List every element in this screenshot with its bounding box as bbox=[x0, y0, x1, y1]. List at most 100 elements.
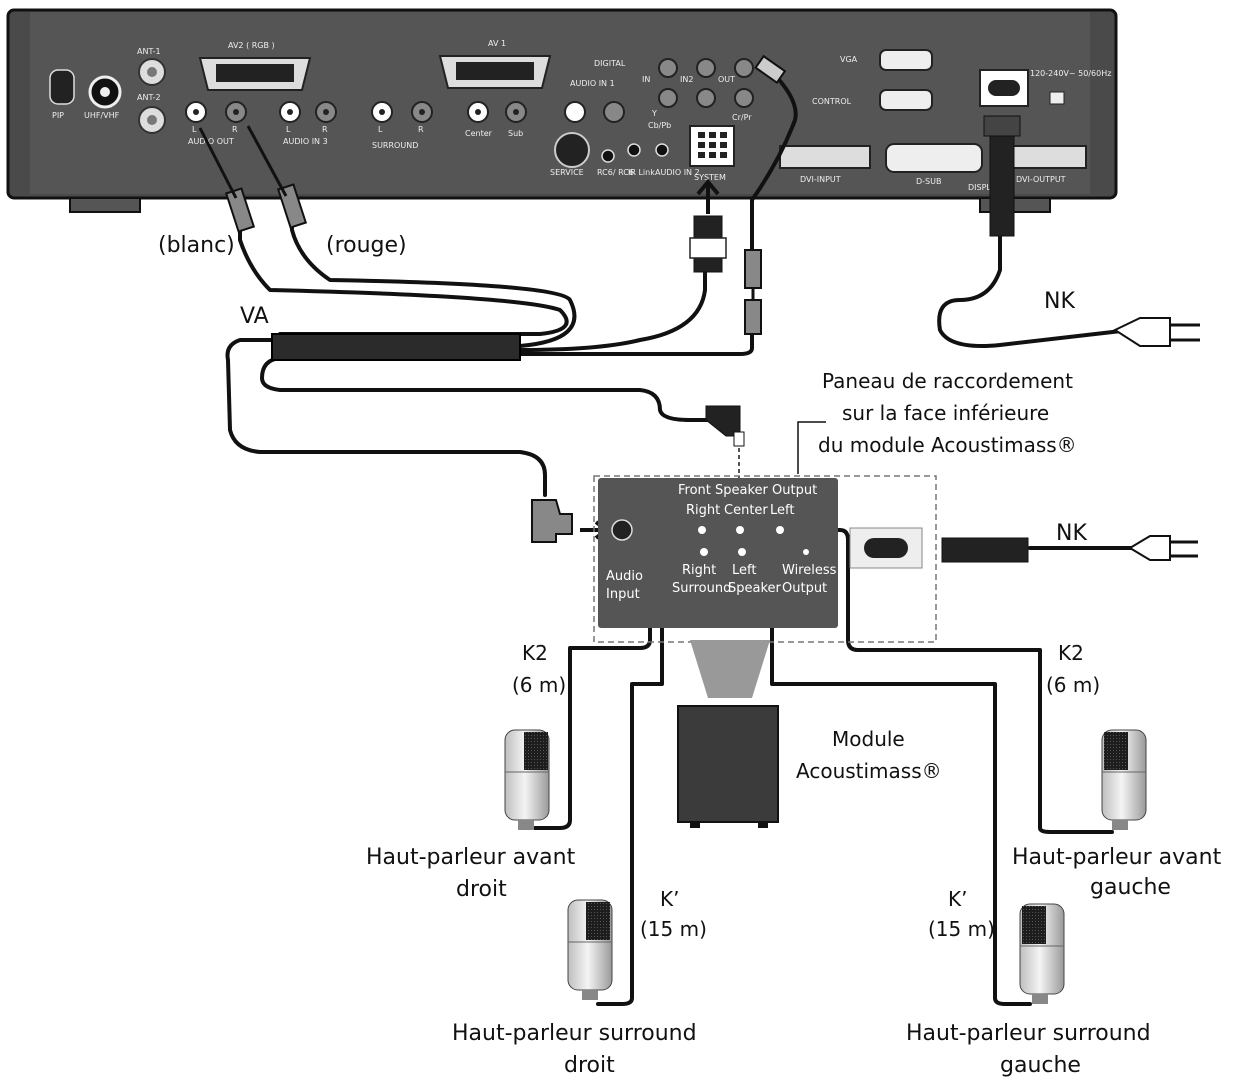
label-ant2: ANT-2 bbox=[137, 93, 161, 102]
rc6-jack bbox=[601, 149, 615, 163]
label-input: Input bbox=[606, 587, 640, 602]
cables bbox=[225, 68, 1142, 1006]
power-plug-module bbox=[941, 535, 1198, 563]
component-y bbox=[658, 88, 678, 108]
module-box bbox=[677, 705, 779, 823]
label-cr-pr: Cr/Pr bbox=[732, 113, 752, 122]
label-ant1: ANT-1 bbox=[137, 47, 161, 56]
label-nk-top: NK bbox=[1044, 289, 1075, 314]
label-r: R bbox=[232, 125, 238, 134]
label-l: L bbox=[286, 125, 291, 134]
rca-audio-in1 bbox=[564, 101, 586, 123]
pip-connector bbox=[49, 69, 75, 105]
power-plug-top bbox=[1112, 317, 1200, 347]
ir-link-jack bbox=[627, 143, 641, 157]
vga-connector bbox=[879, 49, 933, 71]
label-nk-mid: NK bbox=[1056, 521, 1087, 546]
label-speaker: Speaker bbox=[728, 581, 782, 596]
jack-front-right bbox=[698, 526, 706, 534]
jack-speaker-left bbox=[738, 548, 746, 556]
jack-center bbox=[736, 526, 744, 534]
component-cr bbox=[734, 88, 754, 108]
label-d-sub: D-SUB bbox=[916, 177, 941, 186]
surround-right-label-line1: Haut-parleur surround bbox=[452, 1021, 697, 1046]
dvi-input-connector bbox=[779, 145, 871, 169]
label-vga: VGA bbox=[840, 55, 858, 64]
cable-front-left bbox=[780, 528, 1114, 834]
acoustimass-panel: Front Speaker Output Right Center Left A… bbox=[593, 475, 937, 643]
cable-power-top bbox=[937, 228, 1132, 348]
label-out: OUT bbox=[718, 75, 735, 84]
label-k1-right-length: (15 m) bbox=[928, 917, 995, 941]
label-dvi-input: DVI-INPUT bbox=[800, 175, 841, 184]
label-r: R bbox=[322, 125, 328, 134]
surround-left-label-line1: Haut-parleur surround bbox=[906, 1021, 1151, 1046]
audio-input-connector bbox=[611, 519, 633, 541]
label-audio-in3: AUDIO IN 3 bbox=[283, 137, 328, 146]
label-k2-left-length: (6 m) bbox=[512, 673, 566, 697]
label-audio: Audio bbox=[606, 569, 643, 584]
cable-audio-red bbox=[290, 213, 577, 348]
speaker-surround-right bbox=[567, 899, 613, 1000]
digital-in bbox=[658, 58, 678, 78]
acoustimass-module bbox=[677, 640, 779, 828]
audio-plugs bbox=[198, 125, 308, 233]
label-right: Right bbox=[686, 503, 720, 518]
label-k2-left: K2 bbox=[522, 641, 548, 665]
label-in: IN bbox=[642, 75, 650, 84]
label-system: SYSTEM bbox=[694, 173, 726, 182]
power-plug-receiver bbox=[983, 115, 1021, 237]
label-rouge: (rouge) bbox=[326, 233, 407, 258]
label-center: Center bbox=[465, 129, 493, 138]
panel-desc-line3: du module Acoustimass® bbox=[818, 433, 1077, 457]
label-k1-right: K’ bbox=[948, 887, 967, 911]
label-k1-left-length: (15 m) bbox=[640, 917, 707, 941]
arrow-up-icon bbox=[696, 178, 720, 214]
angled-plug bbox=[705, 405, 745, 484]
cable-digital bbox=[750, 68, 798, 252]
label-audio-in1: AUDIO IN 1 bbox=[570, 79, 615, 88]
module-label-line2: Acoustimass® bbox=[796, 759, 942, 783]
service-connector bbox=[554, 132, 590, 168]
audio-in2-jack bbox=[655, 143, 669, 157]
front-left-label-line2: gauche bbox=[1090, 875, 1171, 900]
label-blanc: (blanc) bbox=[158, 233, 235, 258]
cable-audio-white bbox=[238, 198, 569, 336]
label-digital: DIGITAL bbox=[594, 59, 626, 68]
label-ir-link: IR Link bbox=[628, 168, 655, 177]
front-right-label-line1: Haut-parleur avant bbox=[366, 845, 576, 870]
label-service: SERVICE bbox=[550, 168, 584, 177]
surround-left-label-line2: gauche bbox=[1000, 1053, 1081, 1078]
label-k2-right-length: (6 m) bbox=[1046, 673, 1100, 697]
label-center: Center bbox=[724, 503, 768, 518]
label-av2: AV2 ( RGB ) bbox=[228, 41, 275, 50]
label-wireless: Wireless bbox=[782, 563, 837, 578]
label-l: L bbox=[378, 125, 383, 134]
label-l: L bbox=[192, 125, 197, 134]
jack-front-left bbox=[776, 526, 784, 534]
panel-body bbox=[598, 478, 838, 628]
surround-right-label-line2: droit bbox=[564, 1053, 615, 1078]
label-in2: IN2 bbox=[680, 75, 693, 84]
label-rc6: RC6/ RC6 bbox=[597, 168, 634, 177]
va-adapter-box bbox=[271, 333, 521, 361]
label-k2-right: K2 bbox=[1058, 641, 1084, 665]
jack-wireless bbox=[803, 549, 809, 555]
panel-outline bbox=[593, 475, 937, 643]
jack-surround-right bbox=[700, 548, 708, 556]
cable-system bbox=[518, 268, 707, 352]
receiver-foot bbox=[69, 197, 141, 213]
front-right-label-line2: droit bbox=[456, 877, 507, 902]
digital-in2 bbox=[696, 58, 716, 78]
label-output: Output bbox=[782, 581, 827, 596]
speaker-front-right bbox=[504, 729, 550, 830]
cable-va-to-front bbox=[260, 356, 718, 422]
label-control: CONTROL bbox=[812, 97, 852, 106]
front-left-label-line1: Haut-parleur avant bbox=[1012, 845, 1222, 870]
label-left: Left bbox=[770, 503, 794, 518]
audio-input-plug bbox=[531, 499, 610, 543]
panel-leader-line bbox=[797, 421, 826, 474]
label-y: Y bbox=[651, 109, 657, 118]
